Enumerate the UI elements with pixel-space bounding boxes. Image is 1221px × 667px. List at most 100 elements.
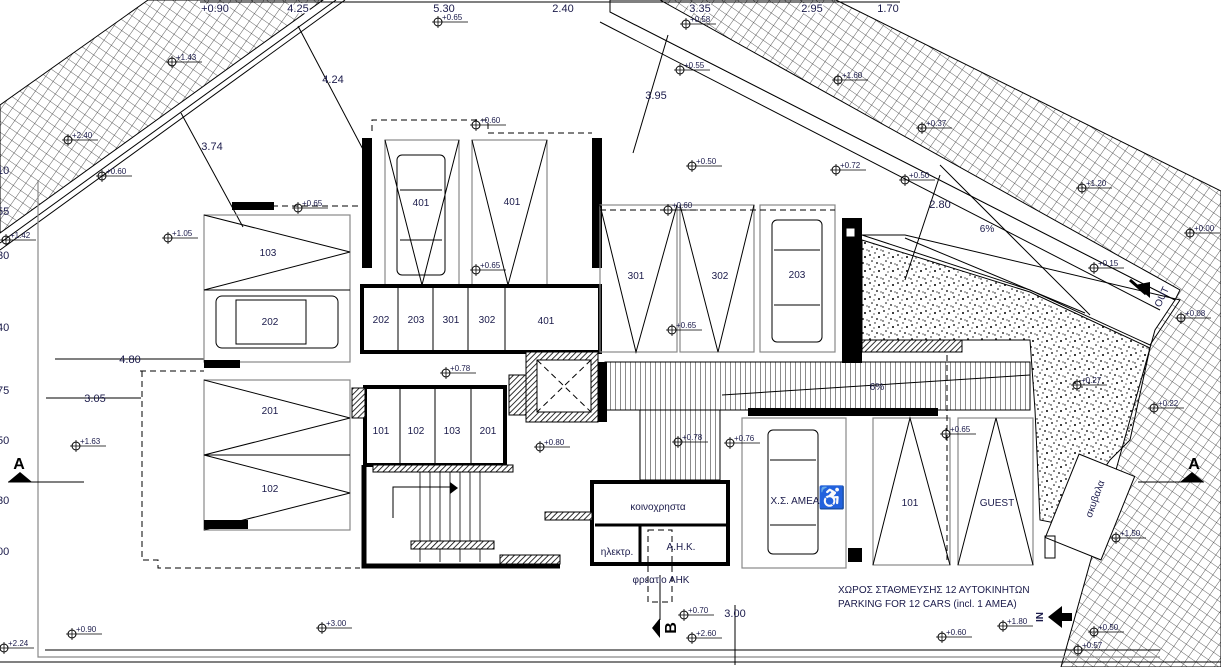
wheelchair-icon: ♿ bbox=[818, 485, 845, 510]
room-ahk-shaft: φρεατιο ΑΗΚ bbox=[633, 575, 690, 586]
elevation-label: +2.24 bbox=[8, 639, 29, 648]
elevation-leader-line bbox=[470, 119, 506, 131]
elevation-label: +1.20 bbox=[1086, 179, 1107, 188]
parking-space-201: 201 bbox=[262, 406, 279, 417]
elevation-marker: +0.65 bbox=[470, 261, 506, 276]
elevation-marker: +0.50 bbox=[686, 157, 722, 172]
parking-title-english: PARKING FOR 12 CARS (incl. 1 AMEA) bbox=[838, 599, 1017, 610]
elevation-label: +3.00 bbox=[326, 619, 347, 628]
elevation-leader-line bbox=[672, 436, 708, 448]
edge-label: 00 bbox=[0, 546, 9, 558]
storage-103: 103 bbox=[444, 426, 461, 437]
elevation-leader-line bbox=[678, 609, 714, 621]
entry-marker: IN bbox=[1035, 606, 1072, 628]
elevation-marker: +1.50 bbox=[1110, 529, 1146, 544]
edge-label: 30 bbox=[0, 495, 9, 507]
elevation-label: +0.50 bbox=[1098, 623, 1119, 632]
site-boundary-wall-right bbox=[599, 0, 1221, 667]
elevation-leader-line bbox=[96, 170, 132, 182]
parking-space-203: 203 bbox=[789, 270, 806, 281]
parking-space-amea: Χ.Σ. ΑΜΕΑ bbox=[771, 496, 820, 507]
elevation-marker: +0.80 bbox=[534, 438, 570, 453]
elevation-leader-line bbox=[1184, 227, 1220, 239]
elevation-leader-line bbox=[1088, 626, 1124, 638]
elevation-label: +0.65 bbox=[480, 261, 501, 270]
elevation-leader-line bbox=[940, 428, 976, 440]
elevation-label: +0.55 bbox=[684, 61, 705, 70]
elevation-leader-line bbox=[832, 74, 868, 86]
elevation-marker: +3.00 bbox=[316, 619, 352, 634]
elevation-leader-line bbox=[162, 232, 198, 244]
elevation-marker: +1.63 bbox=[70, 437, 106, 452]
elevation-leader-line bbox=[70, 440, 106, 452]
room-ahk: Α.Η.Κ. bbox=[667, 542, 696, 553]
edge-label: 40 bbox=[0, 322, 9, 334]
elevation-marker: +0.60 bbox=[936, 628, 972, 643]
section-label: A bbox=[1188, 456, 1200, 473]
dimension-label: 2.80 bbox=[929, 199, 950, 211]
elevation-marker: +0.55 bbox=[674, 61, 710, 76]
elevation-label: +1.42 bbox=[10, 231, 31, 240]
edge-label: +0.90 bbox=[201, 3, 229, 15]
elevation-leader-line bbox=[0, 234, 36, 246]
storage-102: 102 bbox=[408, 426, 425, 437]
arrow-left-icon bbox=[1048, 606, 1072, 628]
elevation-label: +0.65 bbox=[442, 13, 463, 22]
elevation-label: +0.72 bbox=[840, 161, 861, 170]
elevation-leader-line bbox=[534, 441, 570, 453]
top-edge-labels: +0.90 4.25 5.30 2.40 3.35 2.95 1.70 bbox=[200, 2, 901, 17]
elevation-marker: +0.60 bbox=[662, 201, 698, 216]
parking-left-group bbox=[140, 202, 362, 569]
elevation-marker: +0.70 bbox=[678, 606, 714, 621]
elevation-leader-line bbox=[686, 160, 722, 172]
elevation-label: +0.60 bbox=[672, 201, 693, 210]
ramp bbox=[604, 339, 1031, 481]
elevation-marker: +2.60 bbox=[686, 629, 722, 644]
section-marker-b: B bbox=[652, 618, 680, 638]
elevation-leader-line bbox=[1088, 262, 1124, 274]
parking-space-202: 202 bbox=[262, 317, 279, 328]
elevation-marker: +1.60 bbox=[832, 71, 868, 86]
elevation-leader-line bbox=[432, 16, 468, 28]
elevation-marker: +0.72 bbox=[830, 161, 866, 176]
elevation-marker: +0.08 bbox=[1175, 309, 1211, 324]
elevation-label: +0.50 bbox=[696, 157, 717, 166]
edge-label: 30 bbox=[0, 250, 9, 262]
site-outline bbox=[0, 180, 1221, 663]
elevation-marker: +0.60 bbox=[96, 167, 132, 182]
elevation-label: +0.60 bbox=[480, 116, 501, 125]
elevation-leader-line bbox=[1076, 182, 1112, 194]
storage-301: 301 bbox=[443, 315, 460, 326]
section-label: B bbox=[663, 622, 680, 634]
parking-space-guest: GUEST bbox=[980, 498, 1014, 509]
elevation-label: +1.63 bbox=[80, 437, 101, 446]
elevation-label: +1.60 bbox=[842, 71, 863, 80]
elevation-label: +0.22 bbox=[1158, 399, 1179, 408]
elevation-leader-line bbox=[1072, 644, 1108, 656]
elevation-leader-line bbox=[666, 324, 702, 336]
storage-302: 302 bbox=[479, 315, 496, 326]
elevation-marker: +0.65 bbox=[666, 321, 702, 336]
elevation-marker: +0.78 bbox=[672, 433, 708, 448]
ramp-slope-label: 6% bbox=[870, 382, 885, 393]
parking-bottom-right: ♿ bbox=[741, 355, 1136, 569]
storage-203: 203 bbox=[408, 315, 425, 326]
elevation-marker: +0.78 bbox=[440, 364, 476, 379]
elevation-label: +0.65 bbox=[676, 321, 697, 330]
edge-label: 2.40 bbox=[552, 3, 573, 15]
elevation-leader-line bbox=[662, 204, 698, 216]
elevation-leader-line bbox=[292, 202, 328, 214]
elevation-leader-line bbox=[1071, 379, 1107, 391]
dimension-label: 4.80 bbox=[119, 354, 140, 366]
edge-label: 2.95 bbox=[801, 3, 822, 15]
elevation-marker: +1.20 bbox=[1076, 179, 1112, 194]
elevation-marker: +0.65 bbox=[940, 425, 976, 440]
elevation-leader-line bbox=[1175, 312, 1211, 324]
dimension-label: 3.74 bbox=[201, 141, 222, 153]
edge-label: 55 bbox=[0, 206, 9, 218]
elevation-marker: +2.24 bbox=[0, 639, 34, 654]
lift-shaft bbox=[508, 351, 607, 423]
elevation-label: +0.76 bbox=[734, 434, 755, 443]
elevation-label: +2.60 bbox=[696, 629, 717, 638]
